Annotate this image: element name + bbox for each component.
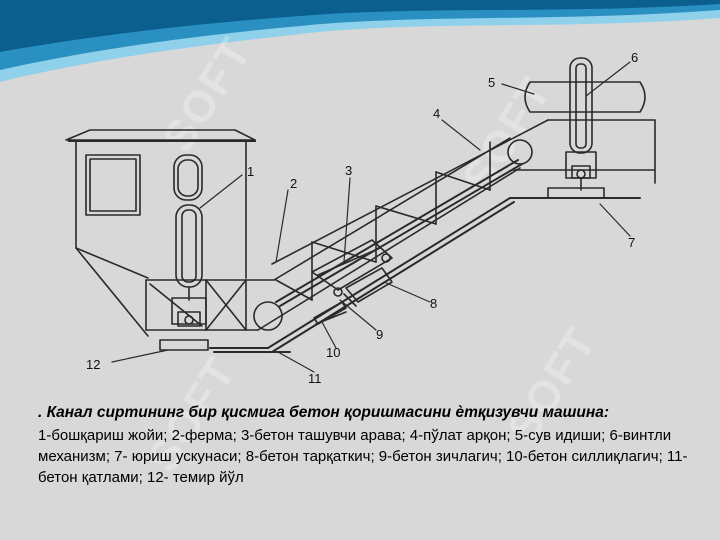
callout-9: 9 [376,327,384,342]
steel-cable [275,159,523,307]
callout-4: 4 [433,106,441,121]
water-tank [524,81,646,113]
lower-truss [145,279,275,331]
rail [159,339,209,351]
concrete-laying-machine-diagram [65,57,656,373]
concrete-cart [311,239,393,307]
callout-leaders [111,61,631,373]
callout-12: 12 [86,357,101,372]
diagram-caption: . Канал сиртининг бир қисмига бетон қори… [38,402,698,488]
caption-title: . Канал сиртининг бир қисмига бетон қори… [38,404,610,421]
callout-11: 11 [308,371,322,386]
callout-6: 6 [631,50,639,65]
callout-10: 10 [326,345,341,360]
callout-7: 7 [628,235,636,250]
caption-legend: 1-бошқариш жойи; 2-ферма; 3-бетон ташувч… [38,427,688,486]
header-wave-band [0,0,720,82]
callout-5: 5 [488,75,496,90]
travel-unit [547,187,605,199]
callout-2: 2 [290,176,298,191]
compactor-smoother [313,301,347,325]
callout-1: 1 [247,164,255,179]
callout-8: 8 [430,296,438,311]
callout-3: 3 [345,163,353,178]
screw-mechanism [565,57,597,191]
control-cab [65,129,256,337]
cab-cylinder [171,204,207,327]
